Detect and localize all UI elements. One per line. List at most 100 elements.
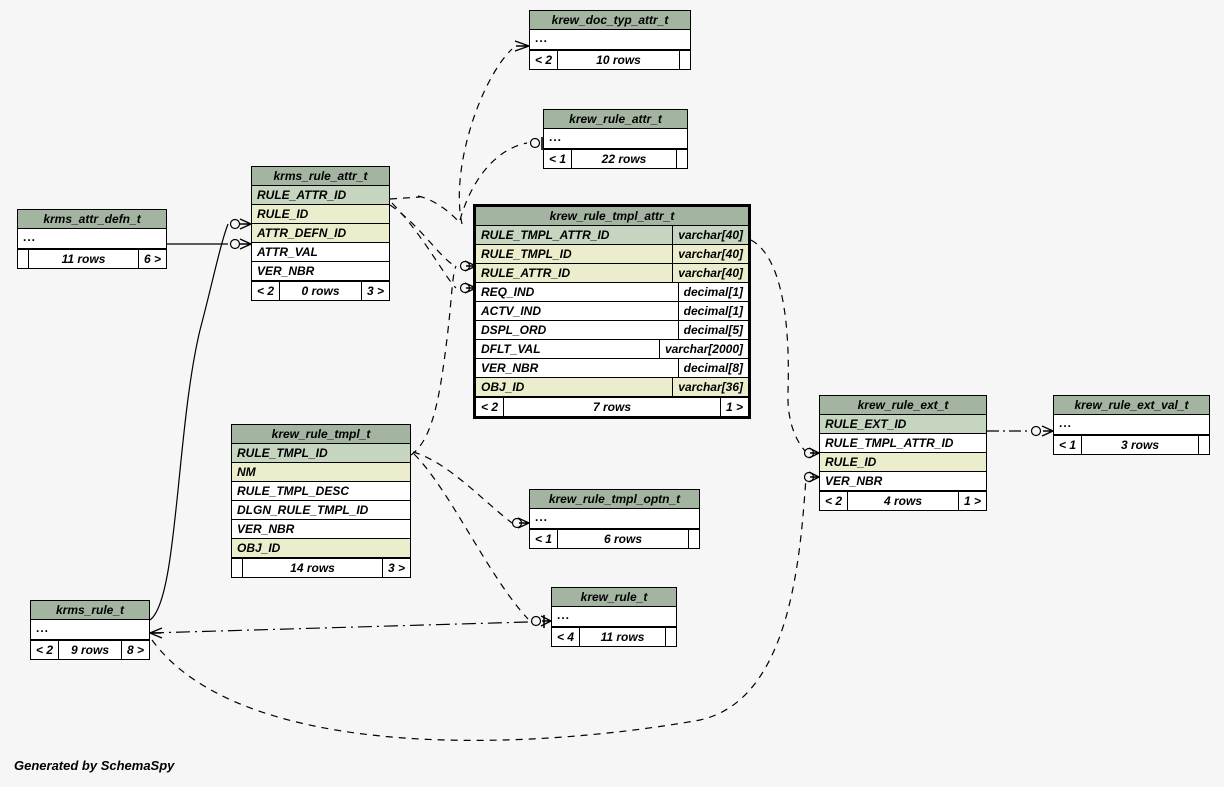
column-row[interactable]: RULE_TMPL_ATTR_ID (820, 434, 986, 453)
column-name: ... (549, 130, 563, 144)
column-row[interactable]: ACTV_IND decimal[1] (476, 302, 748, 321)
footer-right: 6 > (137, 250, 166, 268)
column-row[interactable]: DLGN_RULE_TMPL_ID (232, 501, 410, 520)
footer-middle: 4 rows (847, 492, 958, 510)
footer-middle: 0 rows (279, 282, 361, 300)
column-name: RULE_TMPL_ID (481, 247, 572, 261)
column-name: ... (557, 608, 571, 622)
column-type: varchar[40] (672, 264, 748, 282)
table-title-krew_rule_tmpl_t: krew_rule_tmpl_t (232, 425, 410, 444)
column-row[interactable]: ... (530, 30, 690, 50)
footer-right: 1 > (719, 398, 748, 416)
column-row[interactable]: ... (1054, 415, 1209, 435)
column-type: varchar[40] (672, 245, 748, 263)
column-name: VER_NBR (481, 361, 539, 375)
column-name: ACTV_IND (481, 304, 542, 318)
column-name: RULE_ID (257, 207, 309, 221)
column-row[interactable]: RULE_TMPL_DESC (232, 482, 410, 501)
footer-middle: 7 rows (503, 398, 720, 416)
footer-left: < 2 (36, 643, 54, 657)
column-name: RULE_ATTR_ID (481, 266, 571, 280)
footer-left: < 1 (549, 152, 567, 166)
column-name: ... (535, 31, 549, 45)
column-name: OBJ_ID (481, 380, 525, 394)
column-name: ... (23, 230, 37, 244)
table-title-krms_rule_attr_t: krms_rule_attr_t (252, 167, 389, 186)
column-row[interactable]: RULE_TMPL_ID (232, 444, 410, 463)
column-row[interactable]: ... (544, 129, 687, 149)
column-row[interactable]: OBJ_ID (232, 539, 410, 558)
column-row[interactable]: ... (530, 509, 699, 529)
schemaspy-credit: Generated by SchemaSpy (14, 758, 175, 773)
column-row[interactable]: RULE_ID (820, 453, 986, 472)
footer-right: 3 > (360, 282, 389, 300)
footer-right (679, 51, 690, 69)
column-type: varchar[2000] (658, 340, 748, 358)
column-row[interactable]: ... (18, 229, 166, 249)
column-row[interactable]: ... (552, 607, 676, 627)
footer-middle: 10 rows (557, 51, 679, 69)
column-type: decimal[1] (677, 302, 748, 320)
column-row[interactable]: VER_NBR (820, 472, 986, 491)
footer-left: < 2 (535, 53, 553, 67)
column-name: ... (535, 510, 549, 524)
footer-left: < 2 (825, 494, 843, 508)
table-title-krew_rule_ext_val_t: krew_rule_ext_val_t (1054, 396, 1209, 415)
column-row[interactable]: RULE_TMPL_ID varchar[40] (476, 245, 748, 264)
footer-left: < 1 (535, 532, 553, 546)
column-name: ATTR_VAL (257, 245, 318, 259)
footer-right: 3 > (381, 559, 410, 577)
footer-left: < 4 (557, 630, 575, 644)
column-row[interactable]: RULE_EXT_ID (820, 415, 986, 434)
column-name: DSPL_ORD (481, 323, 547, 337)
footer-middle: 6 rows (557, 530, 688, 548)
footer-right (676, 150, 687, 168)
column-name: DLGN_RULE_TMPL_ID (237, 503, 369, 517)
table-title-krew_rule_attr_t: krew_rule_attr_t (544, 110, 687, 129)
column-name: NM (237, 465, 256, 479)
column-row[interactable]: NM (232, 463, 410, 482)
column-name: DFLT_VAL (481, 342, 541, 356)
column-name: VER_NBR (237, 522, 295, 536)
footer-left: < 1 (1059, 438, 1077, 452)
column-row[interactable]: RULE_ATTR_ID varchar[40] (476, 264, 748, 283)
table-title-krew_rule_tmpl_attr_t: krew_rule_tmpl_attr_t (476, 207, 748, 226)
column-row[interactable]: ... (31, 620, 149, 640)
table-title-krms_rule_t: krms_rule_t (31, 601, 149, 620)
footer-middle: 11 rows (28, 250, 138, 268)
table-footer: < 2 10 rows (530, 50, 690, 69)
column-row[interactable]: VER_NBR (252, 262, 389, 281)
column-type: varchar[40] (672, 226, 748, 244)
column-row[interactable]: VER_NBR (232, 520, 410, 539)
table-footer: < 1 6 rows (530, 529, 699, 548)
column-row[interactable]: DFLT_VAL varchar[2000] (476, 340, 748, 359)
footer-right: 8 > (120, 641, 149, 659)
column-row[interactable]: RULE_ID (252, 205, 389, 224)
column-row[interactable]: ATTR_VAL (252, 243, 389, 262)
column-row[interactable]: ATTR_DEFN_ID (252, 224, 389, 243)
column-row[interactable]: RULE_ATTR_ID (252, 186, 389, 205)
column-name: ATTR_DEFN_ID (257, 226, 347, 240)
column-name: VER_NBR (257, 264, 315, 278)
